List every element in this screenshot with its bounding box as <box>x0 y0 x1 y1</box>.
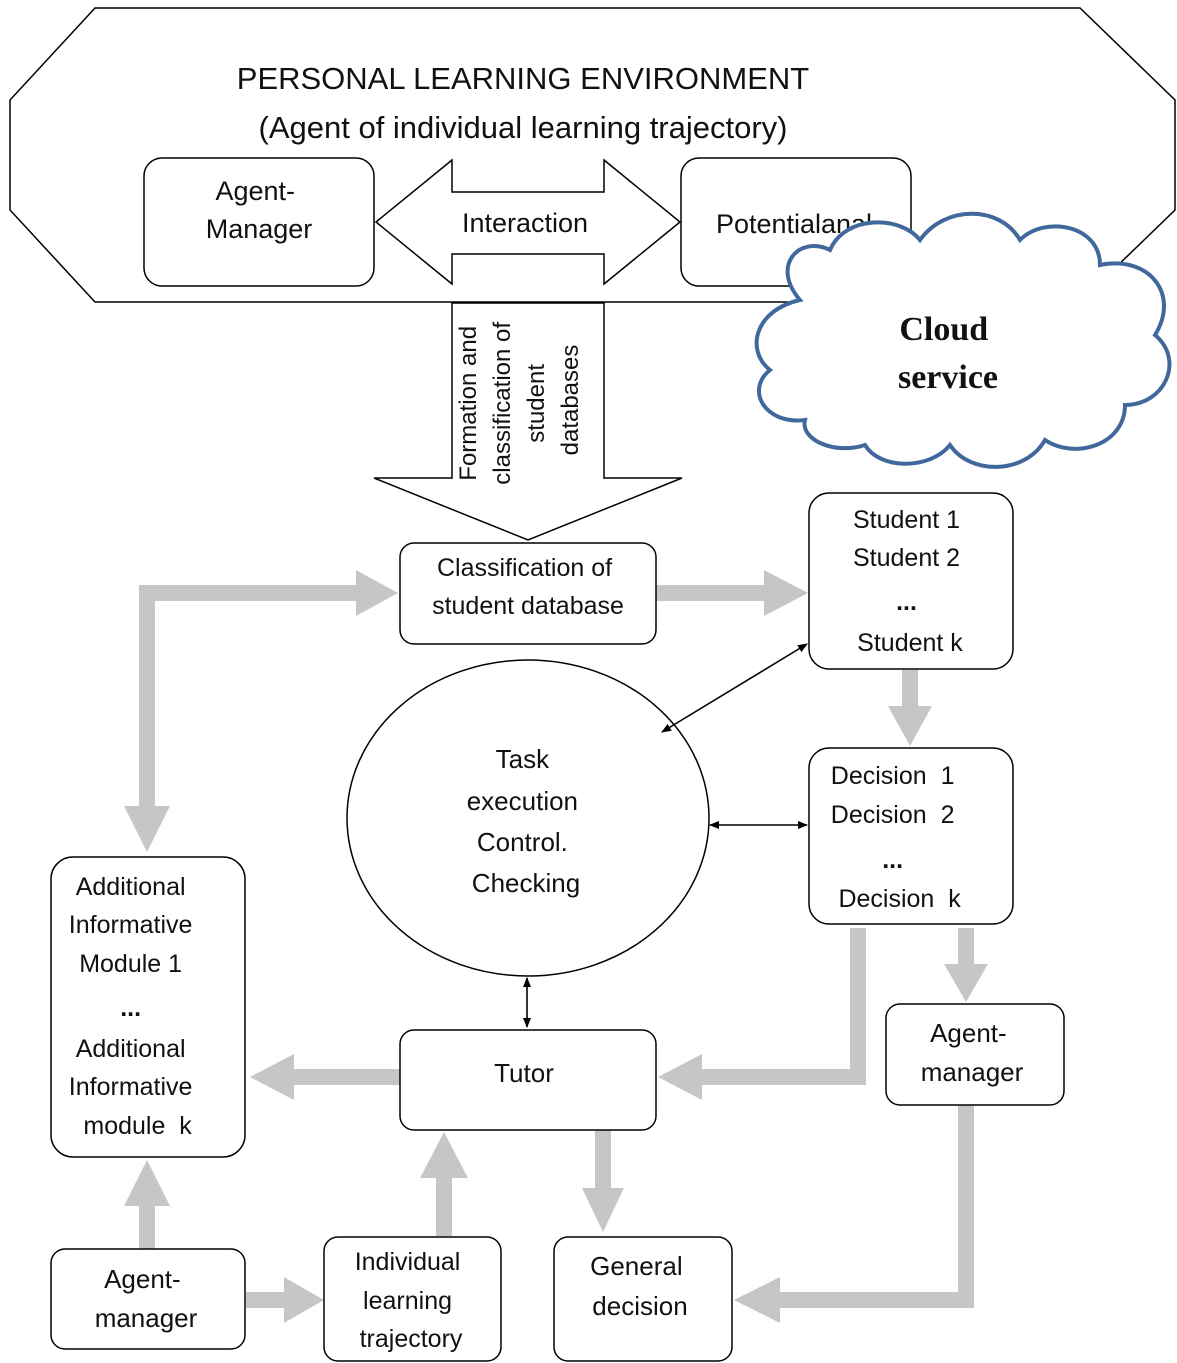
arrow-ilt-to-tutor <box>420 1132 468 1236</box>
agent-manager-right-box <box>885 1003 1065 1106</box>
general-decision-label: General decision <box>590 1251 690 1321</box>
additional-module-box <box>50 856 246 1158</box>
agent-manager-right-label: Agent- manager <box>921 1018 1024 1087</box>
additional-module-label: Additional Informative Module 1 ... Addi… <box>0 0 227 1140</box>
arrow-agent-manager-to-ilt <box>246 1277 324 1323</box>
decisions-box <box>808 747 1014 925</box>
agent-manager-bottom-box <box>50 1248 246 1350</box>
students-box <box>808 492 1014 670</box>
arrow-tutor-to-general-decision <box>582 1128 624 1232</box>
ilt-box <box>323 1236 502 1362</box>
arrow-students-task <box>661 643 808 733</box>
arrow-decision-to-agent-manager <box>944 928 988 1002</box>
agent-manager-top-box <box>143 157 375 287</box>
arrow-agent-manager-to-additional <box>124 1160 170 1250</box>
agent-manager-bottom-label: Agent- manager <box>95 1264 198 1333</box>
tutor-label: Tutor <box>494 1058 554 1088</box>
tutor-box <box>399 1029 657 1131</box>
arrow-loop-classification-additional <box>124 570 398 852</box>
cloud-service: Cloud service <box>754 211 1172 469</box>
ple-title: PERSONAL LEARNING ENVIRONMENT <box>237 61 810 96</box>
arrow-decision-to-tutor <box>658 928 866 1100</box>
cloud-shape <box>754 211 1172 469</box>
classification-box <box>399 542 657 645</box>
ple-subtitle: (Agent of individual learning trajectory… <box>259 110 788 145</box>
arrow-agent-manager-to-general-decision <box>734 1104 974 1323</box>
ilt-label: Individual learning trajectory <box>355 1248 468 1353</box>
decisions-label: Decision 1 Decision 2 ... Decision k <box>831 762 961 913</box>
agent-manager-top-label: Agent- Manager <box>206 176 313 244</box>
general-decision-box <box>553 1236 733 1362</box>
students-label: Student 1 Student 2 ... Student k <box>853 506 967 657</box>
task-execution-label: Task execution Control. Checking <box>467 744 586 898</box>
formation-arrow-label: Formation and classification of student … <box>455 315 584 484</box>
cloud-service-label: Cloud service <box>898 311 998 396</box>
formation-classification-arrow <box>373 302 683 541</box>
classification-label: Classification of student database <box>432 554 624 620</box>
task-execution-ellipse <box>346 659 710 977</box>
arrow-students-to-decisions <box>888 670 932 746</box>
arrow-tutor-to-additional <box>250 1054 400 1100</box>
gray-arrows <box>124 570 988 1323</box>
thin-arrows <box>523 643 808 1028</box>
arrow-classification-to-students <box>656 570 808 616</box>
interaction-label: Interaction <box>462 208 588 238</box>
interaction-double-arrow <box>374 158 682 286</box>
